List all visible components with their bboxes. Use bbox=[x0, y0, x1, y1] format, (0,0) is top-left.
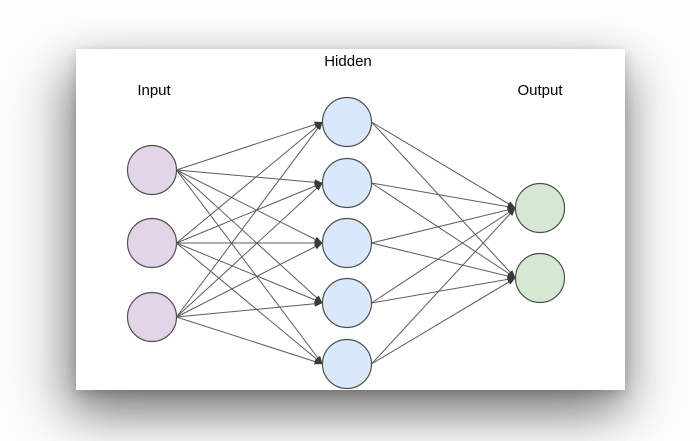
edge-hidden2-output2 bbox=[371, 182, 516, 279]
edge-input1-hidden2 bbox=[176, 169, 323, 186]
edge-input3-hidden1 bbox=[176, 121, 323, 318]
edge-input3-hidden2 bbox=[176, 182, 323, 318]
edge-input2-hidden4 bbox=[176, 242, 323, 304]
edge-hidden2-output1 bbox=[371, 182, 516, 210]
edge-input3-hidden5 bbox=[176, 316, 323, 365]
edge-hidden1-output1 bbox=[371, 121, 516, 209]
edge-hidden5-output1 bbox=[371, 207, 516, 365]
hidden-node-5 bbox=[321, 338, 373, 390]
output-layer-label: Output bbox=[517, 82, 563, 99]
edge-input3-hidden4 bbox=[176, 300, 323, 318]
edge-hidden4-output1 bbox=[371, 207, 516, 304]
input-node-2 bbox=[126, 217, 178, 269]
input-layer-label: Input bbox=[137, 82, 171, 99]
edge-hidden3-output2 bbox=[371, 242, 516, 280]
output-node-1 bbox=[514, 182, 566, 234]
edge-hidden3-output1 bbox=[371, 206, 516, 244]
edge-input3-hidden3 bbox=[176, 242, 323, 318]
input-node-3 bbox=[126, 291, 178, 343]
network-svg bbox=[126, 96, 566, 390]
edge-input2-hidden2 bbox=[176, 182, 323, 244]
edge-hidden4-output2 bbox=[371, 276, 516, 304]
edge-input1-hidden3 bbox=[176, 169, 323, 244]
hidden-node-3 bbox=[321, 217, 373, 269]
diagram-card: Input Hidden Output bbox=[76, 49, 625, 390]
edge-hidden5-output2 bbox=[371, 277, 516, 365]
hidden-node-4 bbox=[321, 277, 373, 329]
output-node-2 bbox=[514, 252, 566, 304]
input-node-1 bbox=[126, 144, 178, 196]
edge-input2-hidden1 bbox=[176, 121, 323, 244]
edge-hidden1-output2 bbox=[371, 121, 516, 279]
hidden-layer-label: Hidden bbox=[324, 53, 372, 70]
edge-input2-hidden5 bbox=[176, 242, 323, 365]
edge-input1-hidden4 bbox=[176, 169, 323, 304]
edge-input1-hidden5 bbox=[176, 169, 323, 365]
edge-input1-hidden1 bbox=[176, 121, 323, 171]
hidden-node-1 bbox=[321, 96, 373, 148]
hidden-node-2 bbox=[321, 157, 373, 209]
